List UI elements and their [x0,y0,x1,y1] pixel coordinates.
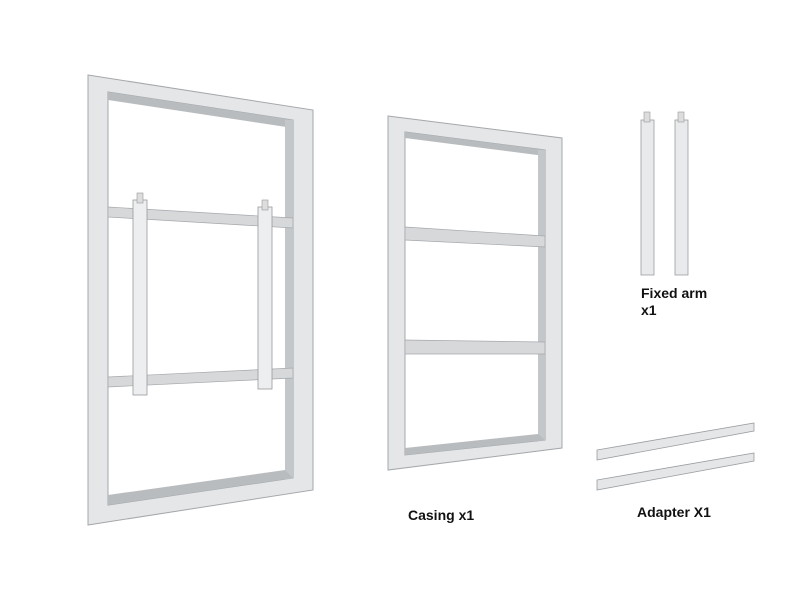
casing-label: Casing x1 [408,507,475,523]
fixed-arm-quantity: x1 [641,302,657,318]
assembled-mount [87,74,314,526]
fixed-arm-label: Fixed arm [641,285,708,301]
adapter-label: Adapter X1 [637,504,711,520]
fixed-arms [640,111,689,276]
casing [387,115,563,471]
adapters [596,422,755,491]
